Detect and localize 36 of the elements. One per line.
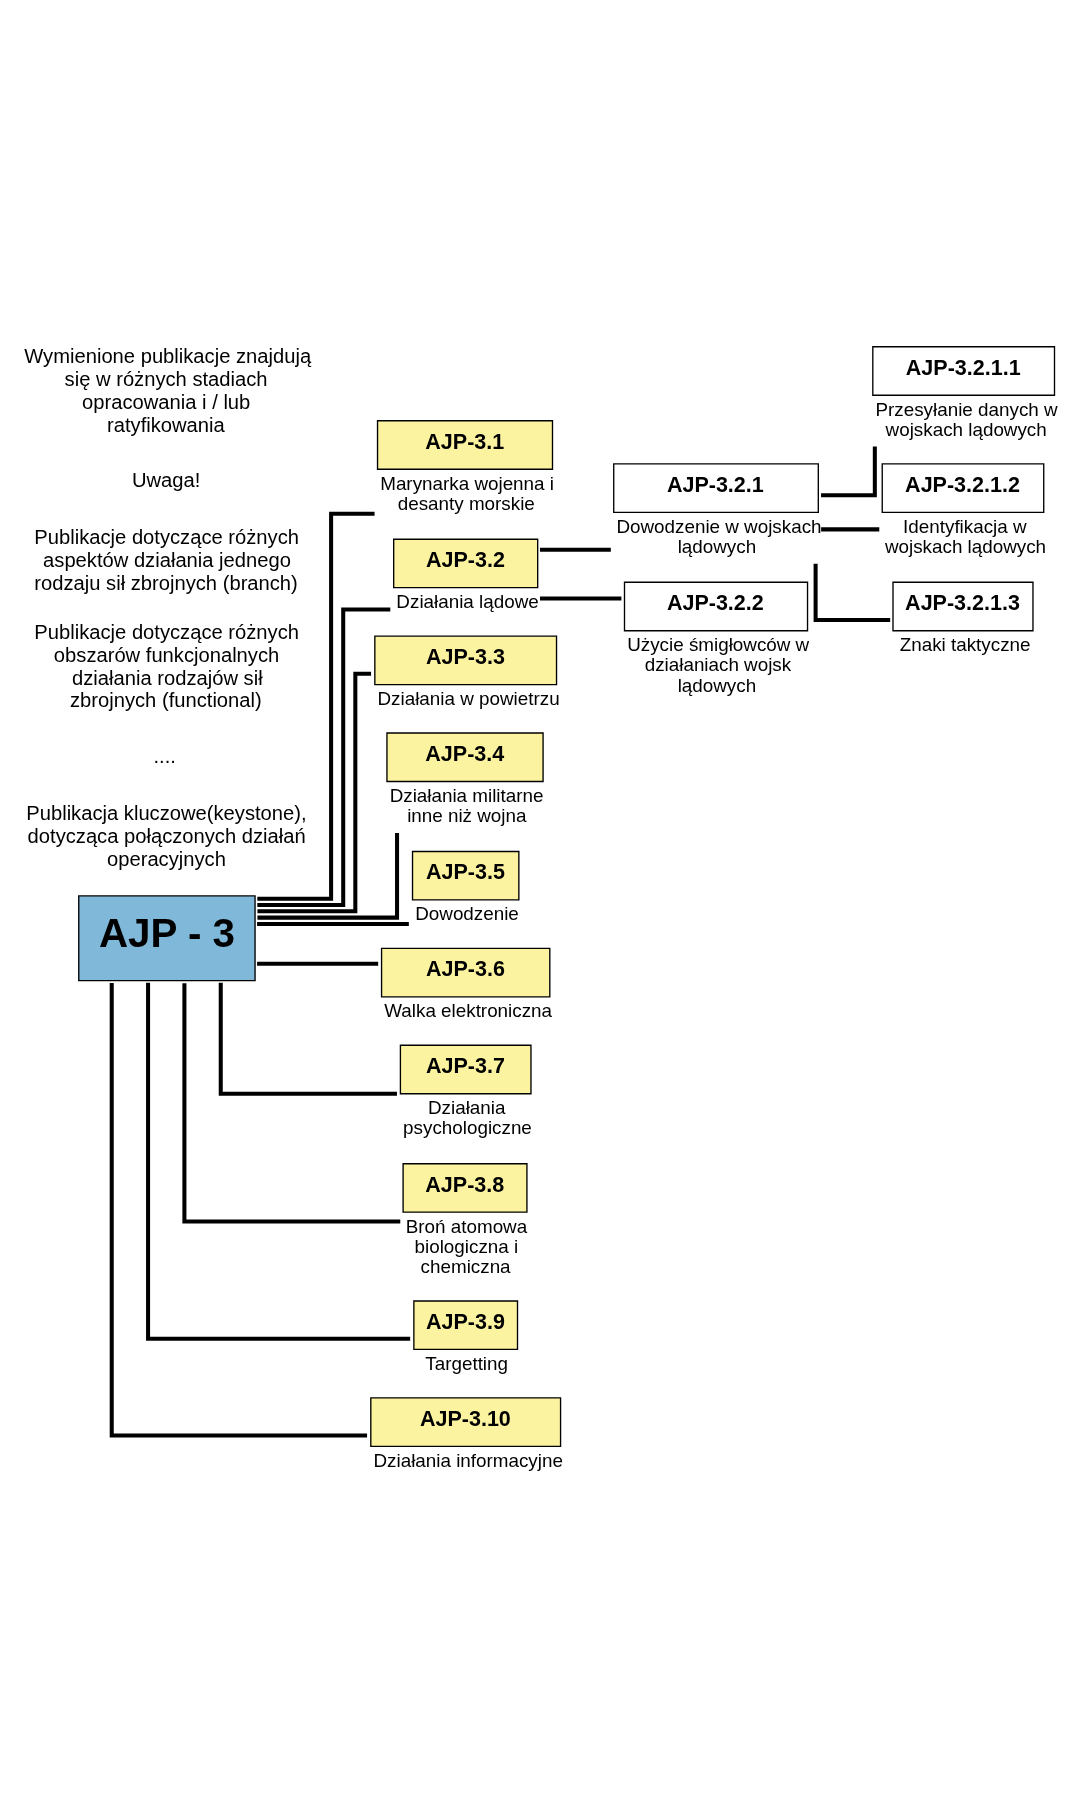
node-label: Dowodzenie	[415, 902, 519, 924]
node-label: Broń atomowa biologiczna i chemiczna	[405, 1215, 528, 1277]
node-label: Targetting	[425, 1352, 508, 1374]
node-label: Działania w powietrzu	[377, 687, 560, 709]
node-label: Użycie śmigłowców w działaniach wojsk lądowych	[627, 633, 810, 696]
node-label: Działania psychologiczne	[403, 1096, 532, 1138]
connector	[146, 982, 411, 1341]
node-label: Znaki taktyczne	[899, 633, 1031, 655]
node-label: Walka elektroniczna	[384, 999, 553, 1021]
connector	[540, 595, 622, 600]
node-label: Działania informacyjne	[373, 1449, 563, 1471]
connector	[218, 982, 397, 1096]
connector	[257, 961, 379, 966]
connector	[821, 445, 877, 497]
connector	[257, 671, 372, 913]
label: Publikacje dotyczące różnych aspektów działania jednego rodzaju sił zbrojnych (branch)	[34, 525, 299, 594]
connector	[821, 526, 880, 531]
connector	[257, 832, 400, 920]
connector	[109, 982, 368, 1438]
label: ....	[153, 744, 176, 767]
node-label: Dowodzenie w wojskach lądowych	[616, 515, 822, 557]
label: Wymienione publikacje znajdują się w różnych stadiach opracowania i / lub ratyfikowania	[24, 344, 312, 436]
connector	[257, 921, 409, 926]
node-label: Marynarka wojenna i desanty morskie	[380, 472, 554, 514]
label: Publikacja kluczowe(keystone), dotycząca połączonych działań operacyjnych	[26, 801, 307, 870]
connector	[813, 563, 891, 622]
node-label: Działania lądowe	[396, 590, 539, 612]
node-label: Przesyłanie danych w wojskach lądowych	[875, 398, 1058, 440]
connector	[257, 607, 391, 907]
connector	[257, 511, 375, 901]
connector	[182, 982, 401, 1224]
connector	[540, 547, 611, 552]
node-label: Działania militarne inne niż wojna	[389, 784, 544, 826]
label: Uwaga!	[131, 468, 201, 491]
node-label: Identyfikacja w wojskach lądowych	[884, 515, 1047, 557]
label: Publikacje dotyczące różnych obszarów funkcjonalnych działania rodzajów sił zbrojnych (functional)	[34, 620, 299, 711]
